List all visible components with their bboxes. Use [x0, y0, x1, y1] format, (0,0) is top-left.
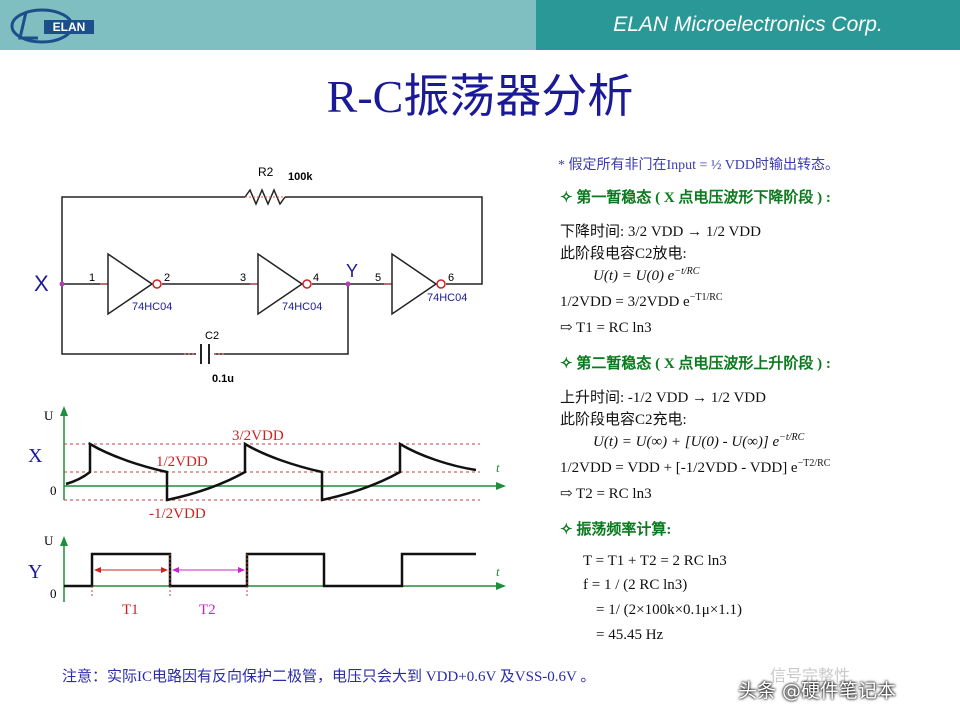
pin-6: 6 — [448, 272, 454, 284]
t1-label: T1 — [122, 602, 139, 618]
company-name: ELAN Microelectronics Corp. — [613, 13, 883, 36]
inverter-2 — [257, 252, 312, 316]
stage2-line-2: 此阶段电容C2充电: — [560, 412, 687, 428]
level-3-2vdd: 3/2VDD — [232, 428, 284, 444]
y-axis-u: U — [44, 533, 54, 548]
inverter-1 — [107, 252, 162, 316]
level-1-2vdd: 1/2VDD — [156, 454, 208, 470]
stage2-result: ⇨ T2 = RC ln3 — [560, 486, 652, 502]
node-x-label: X — [34, 271, 49, 296]
stage1-result: ⇨ T1 = RC ln3 — [560, 320, 652, 336]
freq-title: ✧ 振荡频率计算: — [560, 522, 672, 538]
node-y-label: Y — [346, 261, 358, 281]
c2-value: 0.1u — [212, 373, 234, 385]
r2-value: 100k — [288, 171, 313, 183]
capacitor-c2 — [200, 344, 210, 364]
y-axis-t: t — [496, 564, 500, 579]
pin-3: 3 — [240, 272, 246, 284]
stage2-line-1: 上升时间: -1/2 VDD → 1/2 VDD — [560, 390, 766, 406]
waveform-x: U X 0 t 3/2VDD 1/2VDD -1/2VDD — [28, 406, 506, 522]
stage1-eq2: 1/2VDD = 3/2VDD e−T1/RC — [560, 292, 723, 310]
inverter-3 — [391, 252, 446, 316]
pin-5: 5 — [375, 272, 381, 284]
level-neg-1-2vdd: -1/2VDD — [149, 506, 206, 522]
x-axis-t: t — [496, 460, 500, 475]
page-title: R-C振荡器分析 — [326, 71, 634, 122]
t2-label: T2 — [199, 602, 216, 618]
stage1-line-2: 此阶段电容C2放电: — [560, 246, 687, 262]
logo-text: ELAN — [53, 20, 86, 34]
pin-2: 2 — [164, 272, 170, 284]
y-zero: 0 — [50, 586, 57, 601]
x-wave-label: X — [28, 445, 43, 467]
watermark-toutiao: 头条 @硬件笔记本 — [738, 680, 897, 702]
chip-label-3: 74HC04 — [427, 292, 467, 304]
pin-1: 1 — [89, 272, 95, 284]
watermark-signal-integrity: 信号完整性 — [770, 666, 851, 685]
circuit-diagram: R2 100k X Y 1 2 3 4 5 6 74HC04 74HC04 74… — [28, 165, 506, 618]
freq-line-3: = 1/ (2×100k×0.1μ×1.1) — [596, 602, 743, 618]
header-company-bar: ELAN Microelectronics Corp. — [536, 0, 960, 50]
r2-label: R2 — [258, 165, 274, 179]
freq-line-1: T = T1 + T2 = 2 RC ln3 — [583, 553, 727, 569]
chip-label-1: 74HC04 — [132, 301, 172, 313]
stage1-line-1: 下降时间: 3/2 VDD → 1/2 VDD — [560, 224, 761, 240]
elan-logo: ELAN — [10, 8, 94, 44]
x-zero: 0 — [50, 483, 57, 498]
pin-4: 4 — [313, 272, 319, 284]
header-bar: ELAN — [0, 0, 536, 50]
freq-line-2: f = 1 / (2 RC ln3) — [583, 577, 688, 593]
assumption-note: * 假定所有非门在Input = ½ VDD时输出转态。 — [558, 158, 840, 173]
c2-label: C2 — [205, 330, 219, 342]
node-y-dot — [345, 281, 351, 287]
y-wave-label: Y — [28, 561, 42, 583]
chip-label-2: 74HC04 — [282, 301, 322, 313]
stage2-eq2: 1/2VDD = VDD + [-1/2VDD - VDD] e−T2/RC — [560, 458, 831, 476]
stage2-title: ✧ 第二暂稳态 ( X 点电压波形上升阶段 ) : — [560, 356, 831, 372]
x-axis-u: U — [44, 408, 54, 423]
stage1-eq1: U(t) = U(0) e−t/RC — [593, 266, 700, 284]
freq-line-4: = 45.45 Hz — [596, 627, 664, 643]
waveform-y: U Y 0 t T1 T2 — [28, 533, 506, 618]
stage2-eq1: U(t) = U(∞) + [U(0) - U(∞)] e−t/RC — [593, 432, 805, 450]
footer-note: 注意：实际IC电路因有反向保护二极管，电压只会大到 VDD+0.6V 及VSS-… — [62, 669, 596, 685]
stage1-title: ✧ 第一暂稳态 ( X 点电压波形下降阶段 ) : — [560, 190, 831, 206]
node-x-dot — [59, 281, 65, 287]
